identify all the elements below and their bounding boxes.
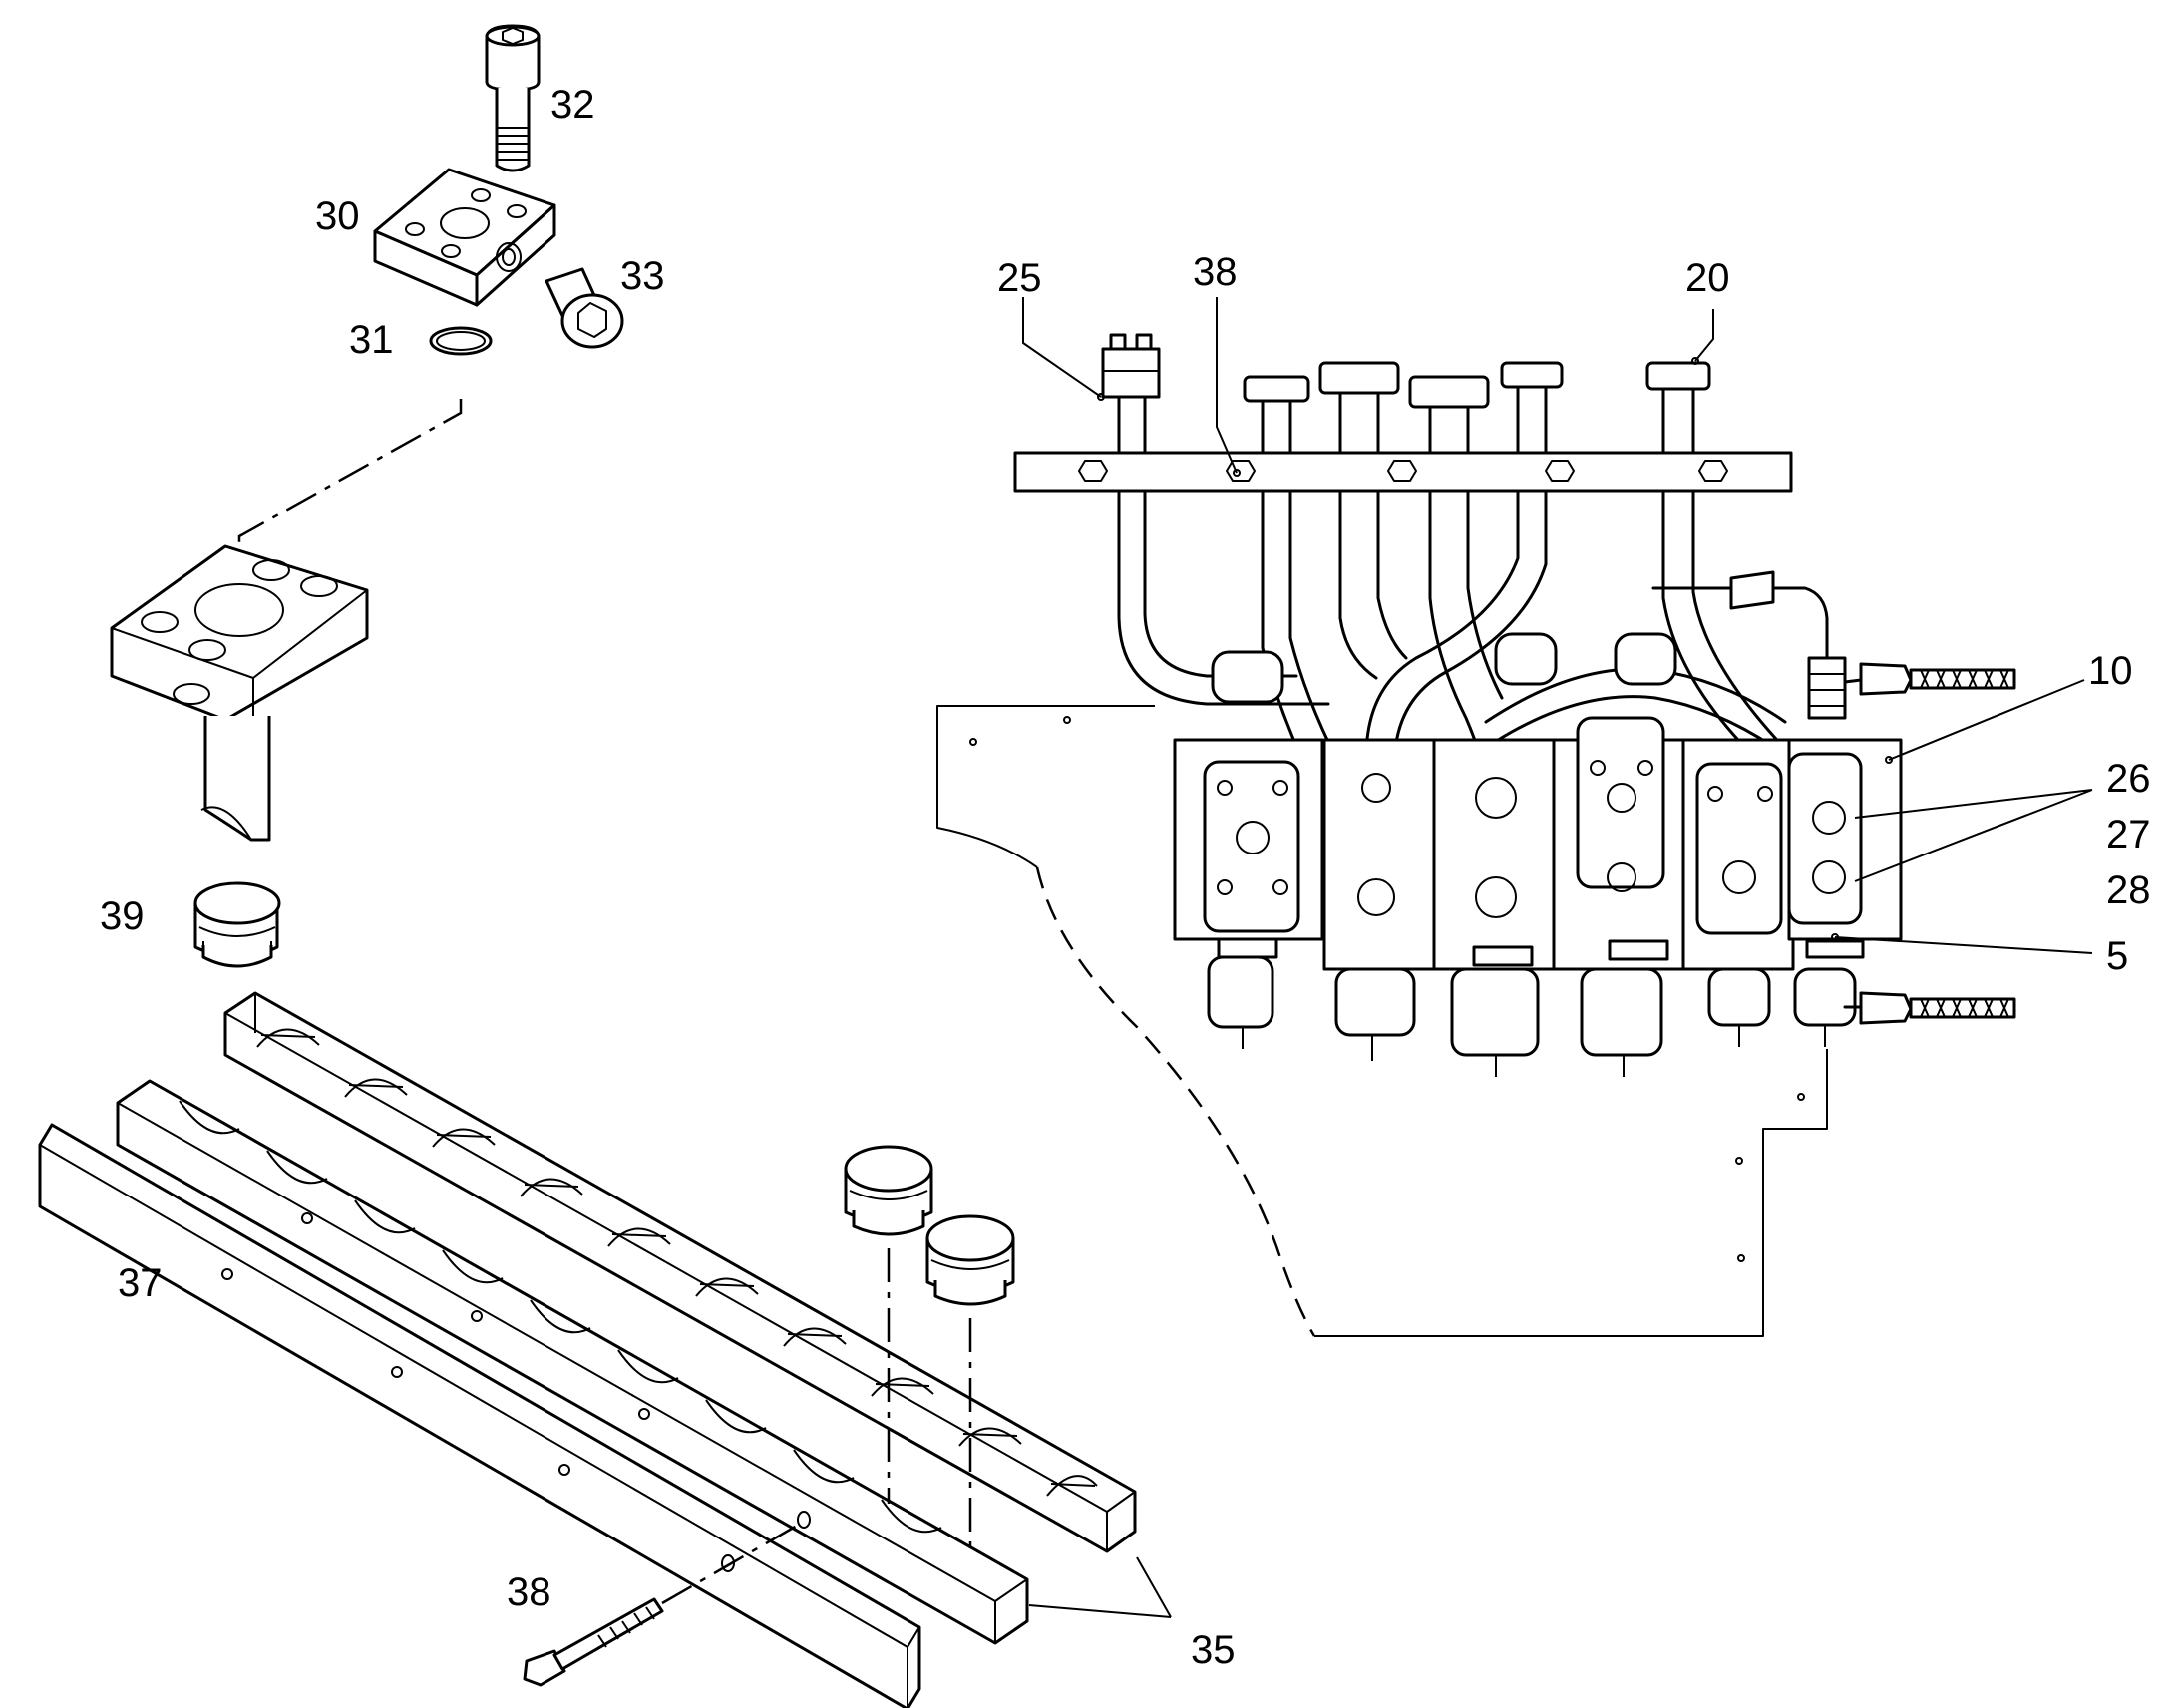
label-39: 39 bbox=[100, 894, 145, 938]
mounting-plate-outline bbox=[936, 705, 1155, 868]
fittings-top bbox=[1101, 333, 1711, 453]
label-30: 30 bbox=[315, 194, 360, 238]
plug-33 bbox=[545, 267, 624, 349]
assembly-line-bolt bbox=[661, 1520, 805, 1605]
o-ring-31 bbox=[429, 326, 493, 356]
label-38-manifold: 38 bbox=[1193, 250, 1238, 294]
cap-39 bbox=[193, 881, 281, 968]
label-10: 10 bbox=[2088, 649, 2133, 693]
screw-32 bbox=[485, 24, 541, 172]
label-38-bolt: 38 bbox=[507, 1570, 551, 1614]
mounting-plate-cut-edge bbox=[1035, 866, 1316, 1337]
mounting-plate-lower bbox=[1314, 1049, 1828, 1337]
leader-lines bbox=[1022, 297, 2093, 1618]
assembly-lines-caps bbox=[887, 1248, 972, 1551]
sensor-cable bbox=[1651, 570, 2016, 1025]
label-25: 25 bbox=[997, 256, 1042, 300]
label-31: 31 bbox=[349, 318, 394, 362]
strip-hole bbox=[721, 1554, 735, 1572]
valve-bank bbox=[1173, 632, 1903, 1077]
label-33: 33 bbox=[620, 254, 665, 298]
label-27: 27 bbox=[2106, 813, 2151, 856]
clamp-top-cutouts bbox=[256, 1028, 1098, 1497]
label-5: 5 bbox=[2106, 934, 2128, 978]
label-20: 20 bbox=[1685, 256, 1730, 300]
label-28: 28 bbox=[2106, 868, 2151, 912]
clamp-top-half bbox=[223, 991, 1137, 1553]
block-30 bbox=[373, 168, 556, 307]
bolt-38 bbox=[523, 1597, 664, 1687]
label-35: 35 bbox=[1191, 1628, 1236, 1672]
clamp-hole bbox=[797, 1511, 811, 1529]
caps-35-pair bbox=[844, 1145, 1015, 1306]
manifold-bar bbox=[1013, 451, 1793, 493]
label-26: 26 bbox=[2106, 757, 2151, 801]
clamp-bottom-half bbox=[116, 1079, 1029, 1645]
cover-strip-37 bbox=[38, 1123, 921, 1708]
label-37: 37 bbox=[118, 1261, 163, 1305]
part-labels: 32 30 33 31 39 37 38 35 25 38 20 10 26 2… bbox=[100, 83, 2151, 1672]
label-32: 32 bbox=[550, 83, 595, 127]
flange-pipe bbox=[110, 544, 369, 842]
